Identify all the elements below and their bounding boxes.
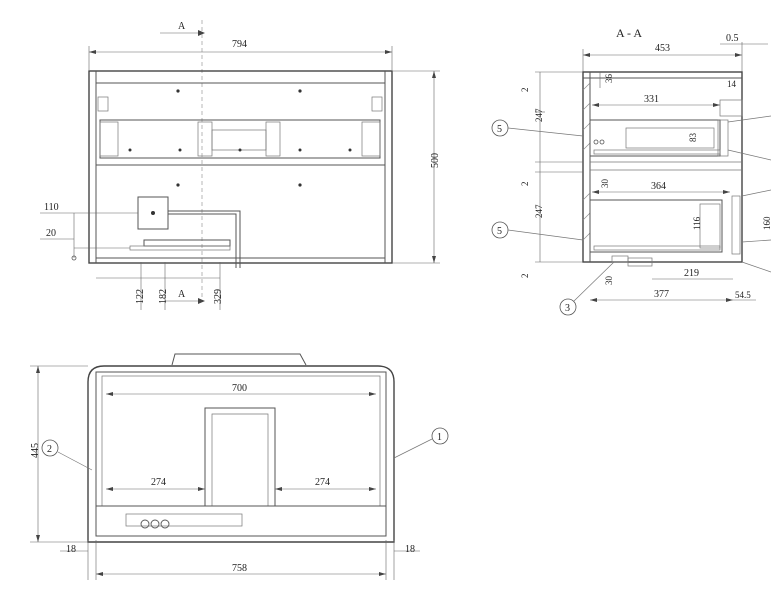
front-view: A 794 (40, 20, 441, 310)
dim-depth: 453 (655, 43, 670, 54)
dim-331: 331 (644, 94, 659, 105)
dim-54-5: 54.5 (735, 290, 751, 300)
dim-219: 219 (684, 268, 699, 279)
dim-gap: 0.5 (726, 33, 739, 44)
dim-122: 122 (135, 289, 146, 304)
dim-2-top: 2 (520, 88, 530, 93)
dim-36: 36 (604, 74, 614, 84)
dim-160: 160 (762, 216, 771, 230)
dim-377: 377 (654, 289, 669, 300)
dim-83: 83 (688, 133, 698, 143)
dim-758: 758 (232, 563, 247, 574)
dim-274-right: 274 (315, 477, 330, 488)
plan-view: 700 274 274 445 18 18 758 1 (30, 353, 449, 580)
dim-30-lower: 30 (604, 276, 614, 286)
dim-110: 110 (44, 202, 59, 213)
section-title: A - A (616, 26, 642, 40)
dim-116: 116 (692, 216, 702, 230)
dim-445: 445 (30, 443, 41, 458)
dim-2-mid: 2 (520, 182, 530, 187)
section-view: A - A 453 0.5 (491, 26, 771, 316)
dim-18-right: 18 (405, 544, 415, 555)
callout-5-lower: 5 (497, 226, 502, 237)
section-marker-bottom: A (178, 289, 186, 300)
callout-2: 2 (47, 444, 52, 455)
callout-5-upper: 5 (497, 124, 502, 135)
dim-329: 329 (213, 289, 224, 304)
dim-182: 182 (158, 289, 169, 304)
dim-247-bot: 247 (534, 204, 544, 218)
dim-18-left: 18 (66, 544, 76, 555)
dim-274-left: 274 (151, 477, 166, 488)
dim-14: 14 (727, 79, 737, 89)
section-marker-top: A (178, 21, 186, 32)
back-panel-hatch (582, 82, 591, 241)
dim-700: 700 (232, 383, 247, 394)
dim-height: 500 (430, 153, 441, 168)
callout-3: 3 (565, 303, 570, 314)
dim-30-upper: 30 (600, 179, 610, 189)
dim-2-bot: 2 (520, 274, 530, 279)
dim-20: 20 (46, 228, 56, 239)
dim-364: 364 (651, 181, 666, 192)
dim-width: 794 (232, 39, 247, 50)
dim-247-top: 247 (534, 108, 544, 122)
callout-1: 1 (437, 432, 442, 443)
